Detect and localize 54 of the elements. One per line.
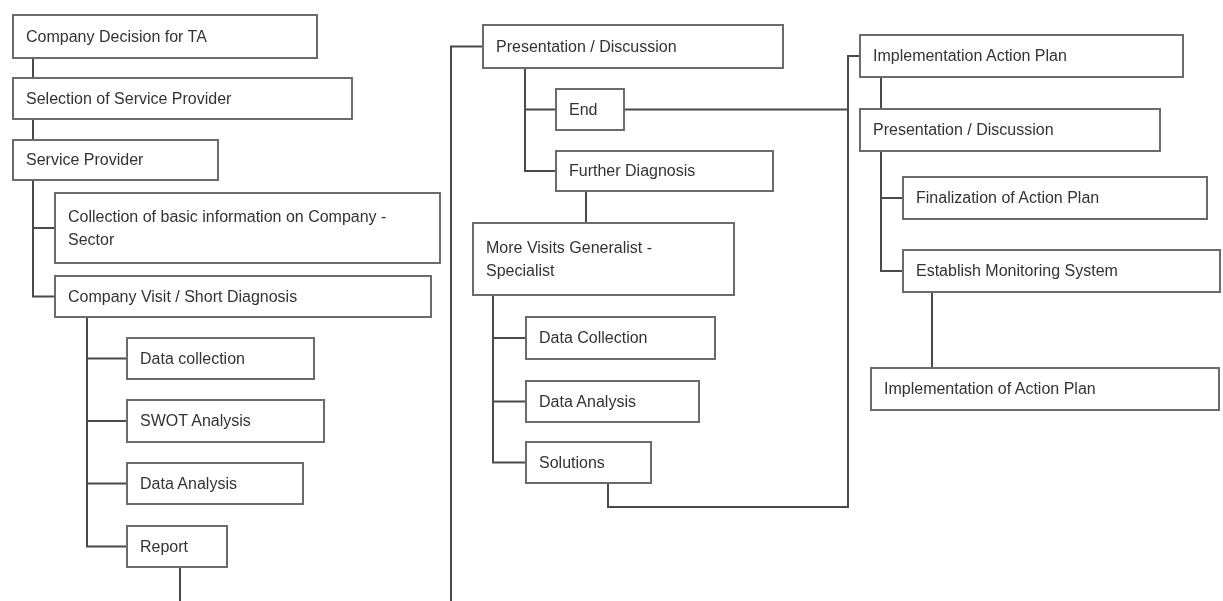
process-box xyxy=(12,14,318,59)
connector-line xyxy=(450,45,483,601)
box-text: Establish Monitoring System xyxy=(916,261,1119,282)
process-box xyxy=(472,222,735,296)
box-text: Company Decision for TA xyxy=(26,26,208,47)
box-text: End xyxy=(569,99,599,120)
box-text: Finalization of Action Plan xyxy=(916,188,1101,209)
box-text: Selection of Service Provider xyxy=(26,88,233,109)
connector-line xyxy=(880,151,903,272)
process-box xyxy=(902,176,1208,220)
process-box xyxy=(12,139,219,181)
connector-line xyxy=(32,180,55,298)
connector-line xyxy=(32,119,34,140)
box-text: Collection of basic information on Company - Sector xyxy=(68,206,388,250)
connector-line xyxy=(492,295,526,464)
box-text: More Visits Generalist - Specialist xyxy=(486,237,653,281)
box-text: Data Analysis xyxy=(539,391,637,412)
connector-line xyxy=(585,191,587,223)
connector-line xyxy=(524,68,556,172)
box-text: Data Analysis xyxy=(140,473,238,494)
box-text: Company Visit / Short Diagnosis xyxy=(68,286,299,307)
connector-line xyxy=(32,58,34,78)
process-box xyxy=(126,462,304,505)
box-text: Solutions xyxy=(539,452,606,473)
process-box xyxy=(54,275,432,318)
process-box xyxy=(525,441,652,484)
process-box xyxy=(12,77,353,120)
connector-line xyxy=(86,317,127,548)
process-box xyxy=(902,249,1221,293)
box-text: Implementation Action Plan xyxy=(873,46,1068,67)
connector-line xyxy=(179,567,181,601)
process-box xyxy=(555,150,774,192)
process-box xyxy=(126,337,315,380)
box-text: SWOT Analysis xyxy=(140,411,252,432)
box-text: Presentation / Discussion xyxy=(873,120,1055,141)
process-box xyxy=(870,367,1220,411)
process-box xyxy=(525,380,700,423)
box-text: Presentation / Discussion xyxy=(496,36,678,57)
box-text: Report xyxy=(140,536,190,557)
process-box xyxy=(859,108,1161,152)
box-text: Implementation of Action Plan xyxy=(884,379,1097,400)
process-box xyxy=(525,316,716,360)
box-text: Further Diagnosis xyxy=(569,161,697,182)
process-box xyxy=(126,399,325,443)
process-box xyxy=(126,525,228,568)
connector-line xyxy=(931,292,933,368)
process-box xyxy=(54,192,441,264)
process-box xyxy=(482,24,784,69)
process-box xyxy=(555,88,625,131)
box-text: Service Provider xyxy=(26,150,145,171)
process-box xyxy=(859,34,1184,78)
box-text: Data Collection xyxy=(539,328,649,349)
box-text: Data collection xyxy=(140,348,246,369)
connector-line xyxy=(880,77,882,109)
